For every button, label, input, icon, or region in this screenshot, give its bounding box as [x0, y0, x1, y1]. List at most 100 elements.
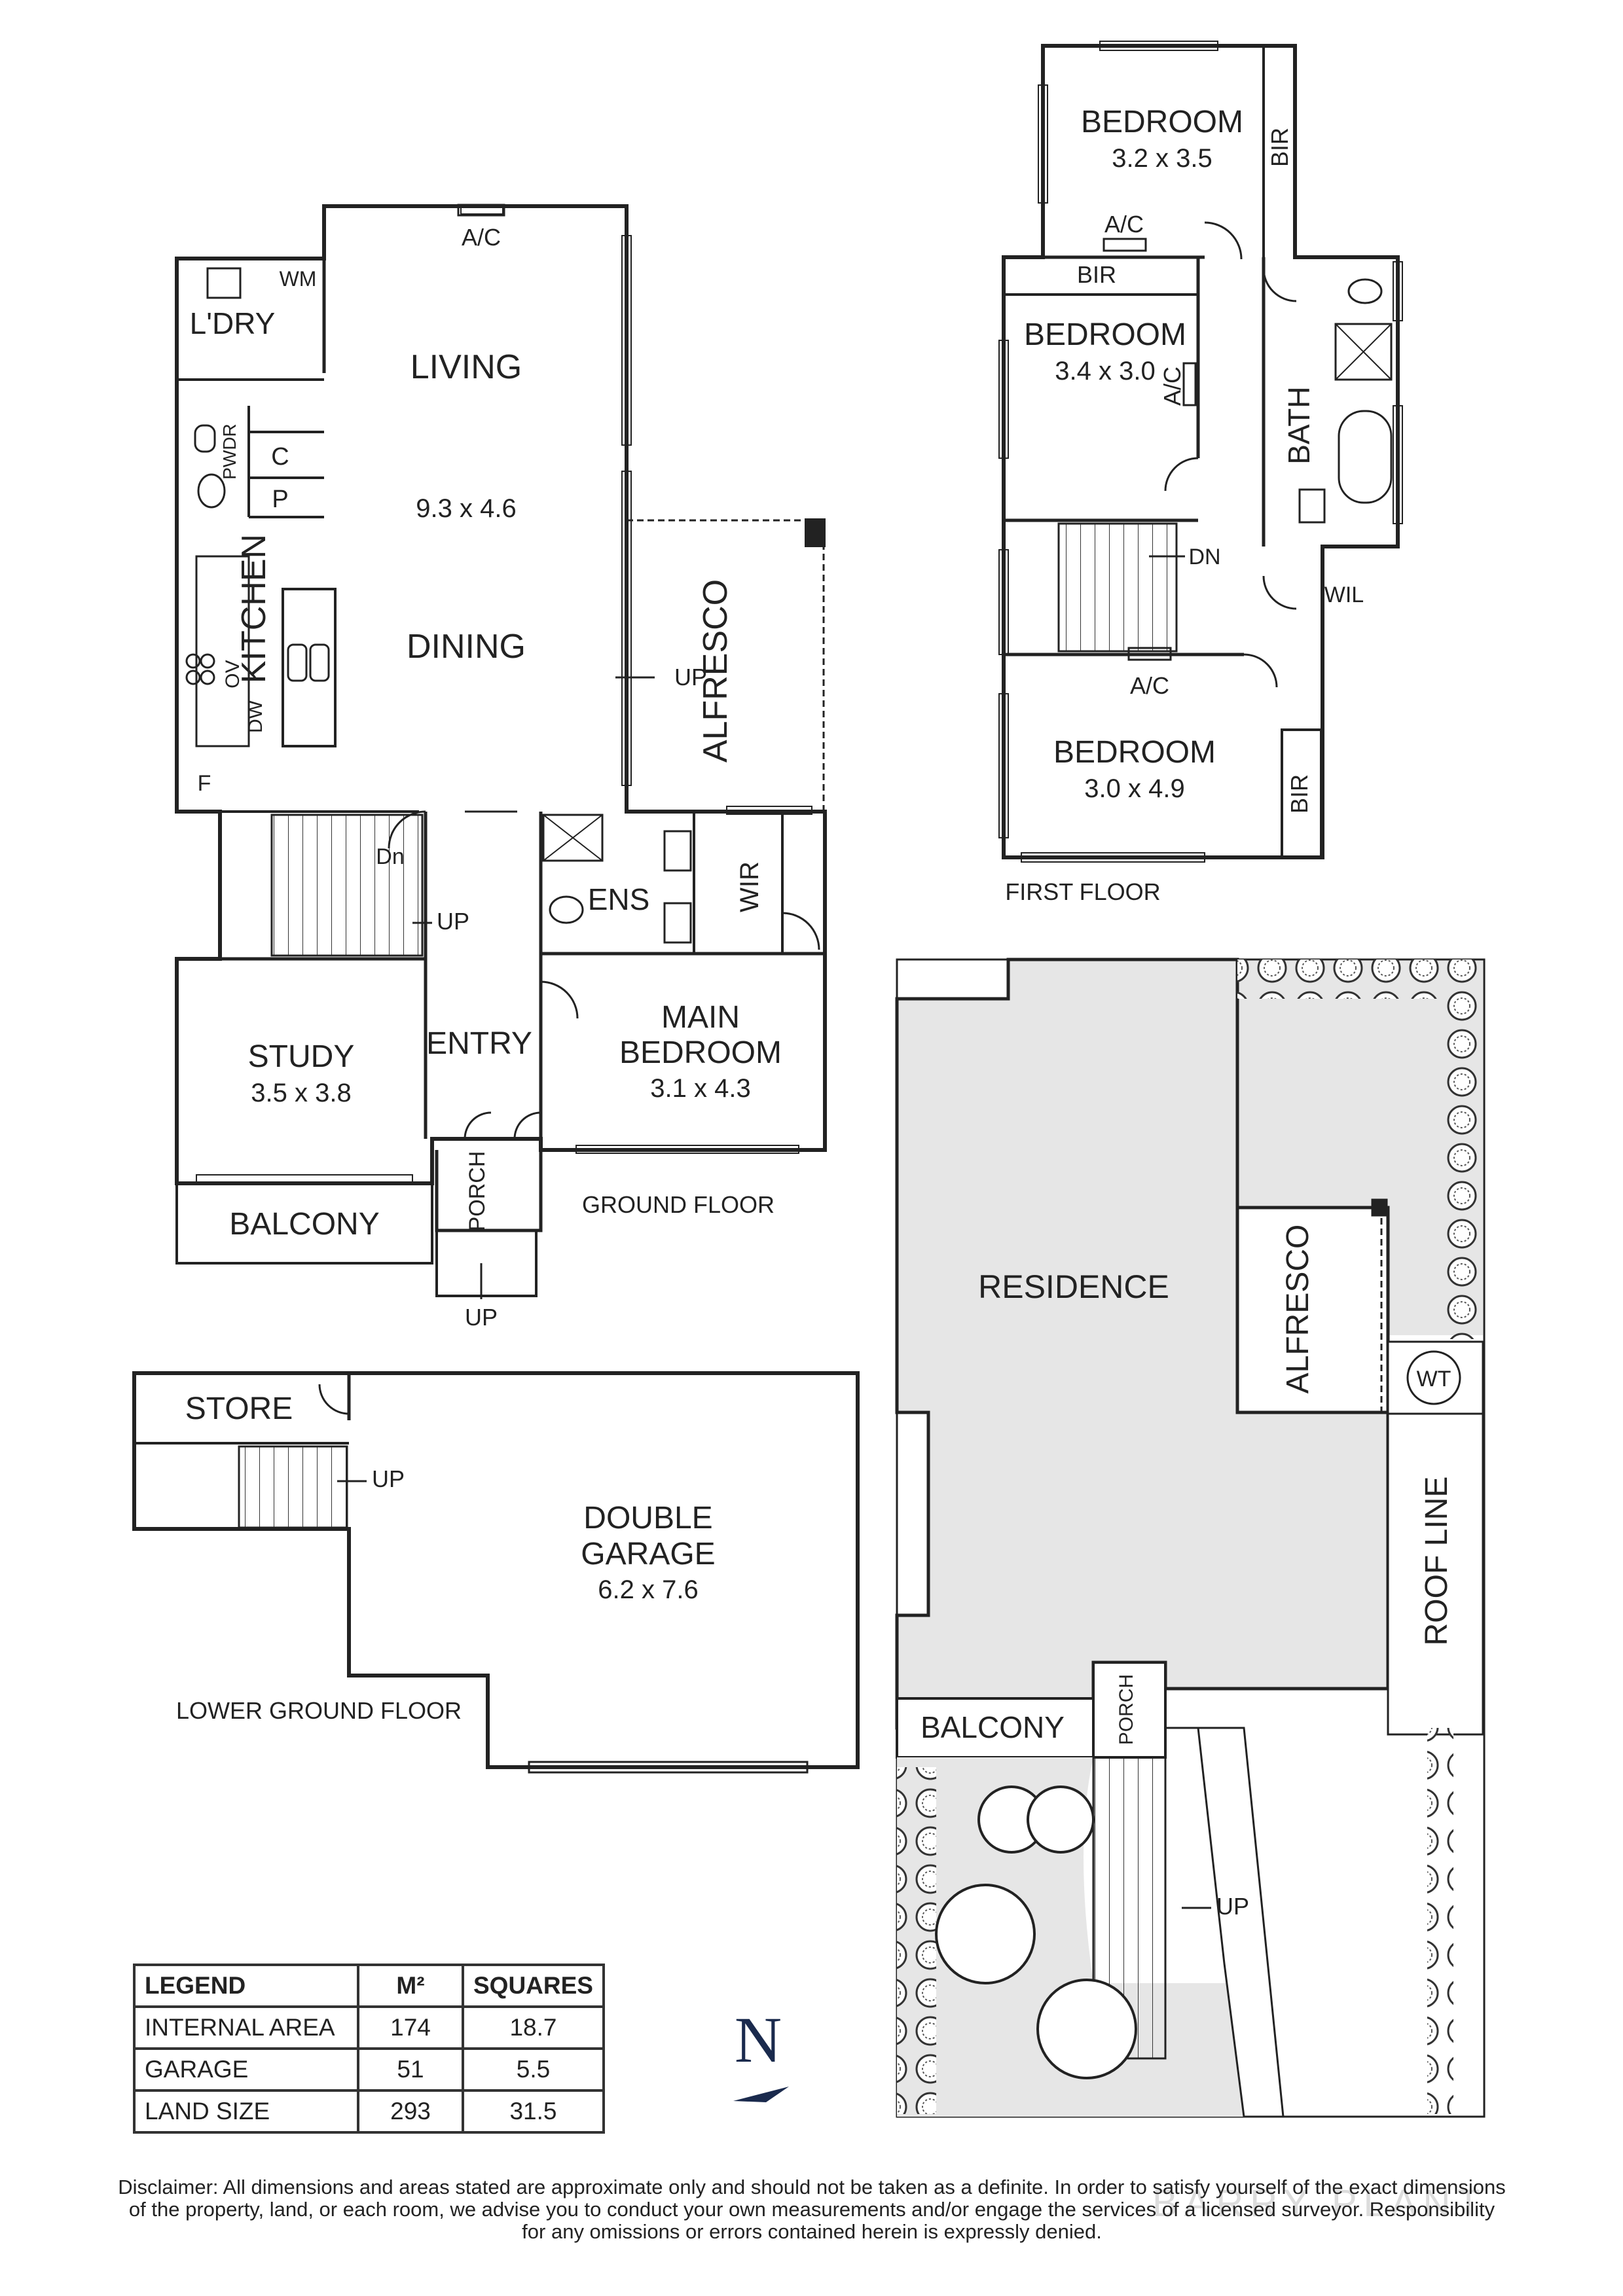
window [726, 806, 812, 815]
shrubs-right [1444, 999, 1483, 1339]
roof-line-zone [1387, 1412, 1484, 1736]
room-living-dims: 9.3 x 4.6 [416, 494, 516, 523]
disclaimer-line: for any omissions or errors contained he… [522, 2220, 1102, 2243]
legend-cell-m2: 293 [357, 2089, 464, 2134]
door-swing [782, 912, 820, 950]
lower-stairs [238, 1445, 348, 1529]
room-bedroom-2-dims: 3.2 x 3.5 [1112, 144, 1212, 173]
bir-closet [1281, 728, 1322, 859]
ground-stairs [270, 814, 424, 957]
door-swing [513, 1111, 541, 1139]
site-plan [895, 958, 1486, 2118]
ac-unit [457, 204, 505, 217]
room-alfresco: ALFRESCO [697, 579, 735, 762]
first-floor-labels: BEDROOM 3.2 x 3.5 BEDROOM 3.4 x 3.0 BEDR… [1005, 105, 1364, 905]
legend-cell-m2: 51 [357, 2047, 464, 2092]
porch-steps-outline [435, 1229, 538, 1297]
legend-cell-m2: 174 [357, 2005, 464, 2050]
first-floor [998, 41, 1403, 863]
label-ac: A/C [1130, 672, 1169, 699]
garage-door [528, 1761, 809, 1774]
kitchen-island [282, 588, 337, 747]
kitchen-bench [195, 555, 250, 747]
ensuite-vanity [663, 902, 692, 944]
door-swing [1164, 457, 1199, 492]
room-ensuite: ENS [588, 882, 650, 916]
site-balcony-label: BALCONY [921, 1710, 1065, 1744]
door-swing [388, 810, 426, 849]
disclaimer: Disclaimer: All dimensions and areas sta… [59, 2176, 1565, 2243]
legend-cell-squares: 18.7 [462, 2005, 605, 2050]
ground-floor [175, 204, 827, 1299]
window [998, 549, 1009, 655]
window [621, 471, 632, 786]
window [1021, 852, 1205, 863]
room-bedroom-3: BEDROOM [1024, 317, 1186, 352]
legend-row: INTERNAL AREA 174 18.7 [133, 2005, 605, 2050]
label-ground-floor: GROUND FLOOR [582, 1191, 775, 1218]
legend-cell-label: GARAGE [133, 2047, 359, 2092]
vanity [1298, 488, 1326, 524]
door-swing [1262, 268, 1297, 302]
shower [1334, 323, 1393, 381]
sink-basin [287, 643, 308, 682]
label-up-alfresco: UP [674, 664, 707, 691]
laundry-tub [206, 267, 242, 299]
room-garage-line2: GARAGE [581, 1537, 715, 1571]
label-c: C [271, 443, 289, 471]
window [575, 1145, 799, 1154]
cooktop-burner [200, 670, 215, 685]
ac-unit [1103, 238, 1147, 252]
label-bir-top: BIR [1266, 128, 1293, 167]
label-up-porch: UP [465, 1304, 498, 1331]
disclaimer-line: of the property, land, or each room, we … [128, 2198, 1495, 2221]
room-main-bedroom-dims: 3.1 x 4.3 [650, 1074, 750, 1103]
window [998, 340, 1009, 459]
tree-icon [1036, 1979, 1137, 2079]
compass-arrow-icon [733, 2087, 789, 2102]
lower-ground-outline [132, 1371, 860, 1769]
label-bir-bottom: BIR [1286, 774, 1313, 814]
label-up-stairs: UP [437, 908, 469, 935]
room-bath: BATH [1282, 386, 1316, 464]
room-dining: DINING [407, 628, 526, 666]
ground-floor-labels: LIVING 9.3 x 4.6 DINING KITCHEN L'DRY AL… [190, 224, 782, 1331]
room-garage-dims: 6.2 x 7.6 [598, 1575, 698, 1604]
room-study-dims: 3.5 x 3.8 [251, 1079, 351, 1107]
room-bedroom-4-dims: 3.0 x 4.9 [1084, 774, 1184, 803]
window [1393, 405, 1403, 524]
door-swing [540, 980, 579, 1019]
ensuite-vanity [663, 830, 692, 872]
room-study: STUDY [248, 1039, 355, 1074]
first-floor-outline [1002, 44, 1400, 859]
disclaimer-line: Disclaimer: All dimensions and areas sta… [118, 2176, 1506, 2198]
legend-header-label: LEGEND [133, 1964, 359, 2008]
label-dn: Dn [376, 844, 404, 869]
room-main-bedroom-line2: BEDROOM [619, 1035, 782, 1070]
label-dw: DW [245, 700, 266, 733]
site-porch-label: PORCH [1116, 1674, 1137, 1745]
site-up: UP [1216, 1893, 1249, 1920]
legend-header-row: LEGEND M² SQUARES [133, 1964, 605, 2008]
room-kitchen: KITCHEN [235, 534, 273, 683]
room-living: LIVING [410, 348, 522, 386]
site-porch [1092, 1661, 1167, 1759]
water-tank [1406, 1350, 1461, 1405]
label-lower-ground-floor: LOWER GROUND FLOOR [176, 1697, 462, 1724]
legend-cell-label: LAND SIZE [133, 2089, 359, 2134]
ac-unit [1182, 362, 1197, 406]
legend-cell-squares: 31.5 [462, 2089, 605, 2134]
lower-ground-labels: STORE UP DOUBLE GARAGE 6.2 x 7.6 LOWER G… [176, 1391, 716, 1724]
sink-basin [309, 643, 330, 682]
site-plan-labels: RESIDENCE ALFRESCO WT ROOF LINE BALCONY … [921, 1225, 1454, 1920]
toilet [194, 424, 216, 453]
label-ac: A/C [462, 224, 501, 251]
shrubs-left [897, 1767, 936, 2114]
legend-cell-squares: 5.5 [462, 2047, 605, 2092]
legend-row: LAND SIZE 293 31.5 [133, 2089, 605, 2134]
label-pwdr: PWDR [219, 423, 240, 480]
room-bedroom-2: BEDROOM [1081, 105, 1243, 139]
door-swing [318, 1384, 350, 1415]
legend-table: LEGEND M² SQUARES INTERNAL AREA 174 18.7… [133, 1964, 605, 2134]
front-path [1165, 1727, 1285, 2118]
